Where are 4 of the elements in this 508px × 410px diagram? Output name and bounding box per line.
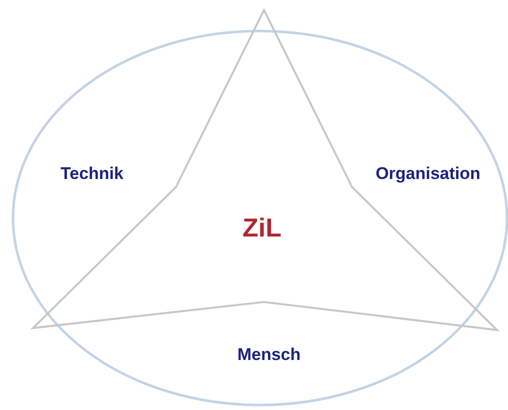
center-label: ZiL <box>242 212 282 244</box>
aspect-label: Organisation <box>376 164 480 184</box>
aspect-label: Technik <box>60 164 124 184</box>
aspect-label: Mensch <box>237 345 301 365</box>
